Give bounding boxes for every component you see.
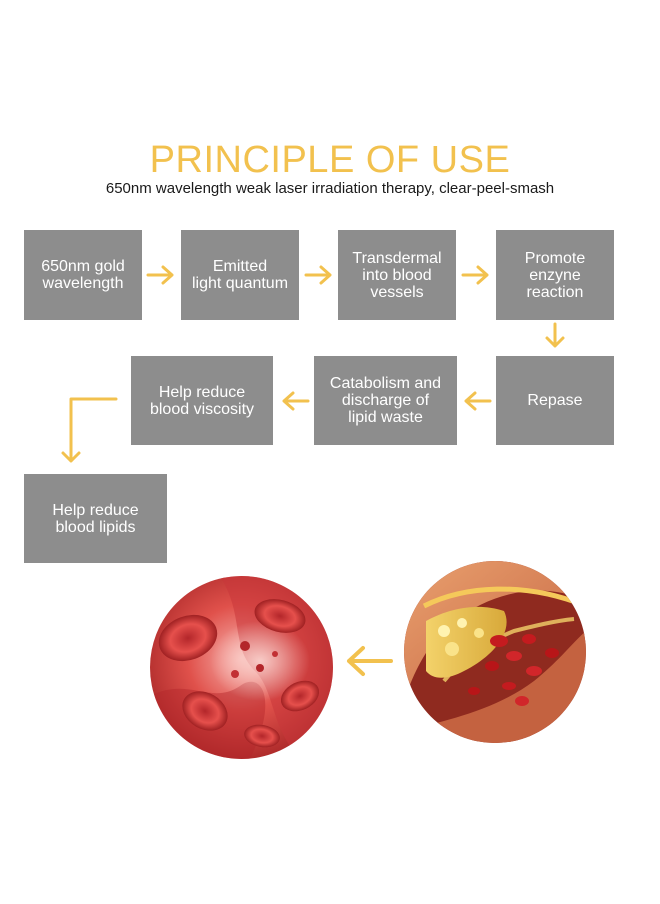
step-box-2: Emitted light quantum xyxy=(181,230,299,320)
page-title: PRINCIPLE OF USE xyxy=(149,139,511,181)
step-label-6: Catabolism and discharge of lipid waste xyxy=(329,375,442,426)
arrow-left-icon xyxy=(464,391,492,411)
step-box-5: Repase xyxy=(496,356,614,445)
arrow-elbow-down-icon xyxy=(61,397,118,463)
step-label-4: Promote enzyne reaction xyxy=(524,249,586,301)
step-box-3: Transdermal into blood vessels xyxy=(338,230,456,320)
step-box-1: 650nm gold wavelength xyxy=(24,230,142,320)
step-box-6: Catabolism and discharge of lipid waste xyxy=(314,356,457,445)
red-blood-cells-icon xyxy=(150,576,333,759)
arrow-down-icon xyxy=(545,322,565,348)
arrow-right-icon xyxy=(304,265,332,285)
healthy-blood-vessel-image xyxy=(150,576,333,759)
step-label-3: Transdermal into blood vessels xyxy=(352,249,442,301)
page-subtitle: 650nm wavelength weak laser irradiation … xyxy=(105,180,555,197)
arrow-right-icon xyxy=(146,265,174,285)
step-label-8: Help reduce blood lipids xyxy=(52,501,139,536)
step-box-7: Help reduce blood viscosity xyxy=(131,356,273,445)
arrow-left-icon xyxy=(282,391,310,411)
step-label-2: Emitted light quantum xyxy=(191,258,289,292)
step-label-7: Help reduce blood viscosity xyxy=(149,383,255,418)
arrow-right-icon xyxy=(461,265,489,285)
clogged-artery-icon xyxy=(404,561,586,743)
step-box-8: Help reduce blood lipids xyxy=(24,474,167,563)
arrow-left-icon xyxy=(347,646,393,676)
step-label-1: 650nm gold wavelength xyxy=(41,258,125,292)
step-box-4: Promote enzyne reaction xyxy=(496,230,614,320)
clogged-blood-vessel-image xyxy=(404,561,586,743)
step-label-5: Repase xyxy=(527,392,583,409)
